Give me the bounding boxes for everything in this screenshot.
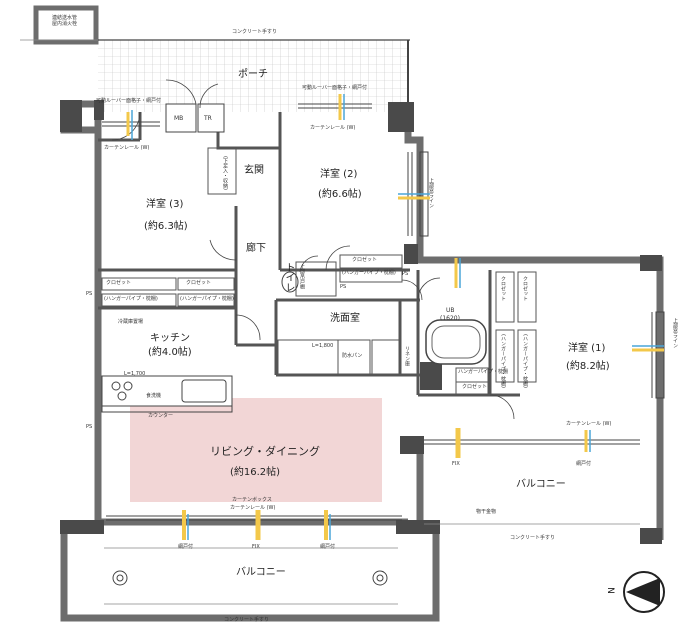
fridge-label: 冷蔵庫置場 (118, 319, 144, 325)
hanger-label-w2: (ハンガーパイプ・枕棚) (342, 270, 396, 276)
shelf-upper-label: 上部吊戸棚 (299, 264, 305, 289)
screen-door-label-bottom: 網戸付 (320, 544, 336, 550)
hanger-pipe-ub-label: ハンガーパイプ・枕棚 (458, 369, 508, 375)
hall-label: 廊下 (246, 243, 266, 254)
concrete-rail-top-label: コンクリート手すり (232, 29, 278, 35)
western2-name: 洋室 (2) (320, 169, 358, 180)
kitchen-size: (約4.0帖) (148, 347, 192, 358)
western3-name: 洋室 (3) (146, 199, 184, 210)
porch-label: ポーチ (238, 69, 268, 80)
concrete-rail-right-label: コンクリート手すり (510, 535, 556, 541)
hanger-label-w1a: (ハンガーパイプ・枕棚) (500, 334, 506, 388)
balcony-right-label: バルコニー (516, 479, 566, 490)
bathtub (425, 319, 487, 365)
hydrant-box (33, 5, 99, 45)
curtain-box-label: カーテンボックス (232, 497, 272, 503)
fire-hydrant-label: 連結送水管 屋内消火栓 (52, 15, 78, 27)
kitchen-counter (101, 375, 233, 407)
western3-size: (約6.3帖) (144, 221, 188, 232)
ps-label-2: PS (402, 271, 409, 277)
entrance-label: 玄関 (244, 165, 264, 176)
ps-label-1: PS (86, 291, 93, 297)
dish-washer-label: 食洗機 (146, 393, 162, 399)
living-highlight (130, 398, 382, 502)
balcony-bottom-label: バルコニー (236, 567, 286, 578)
north-label: N (604, 587, 615, 594)
curtain-rail-living-label: カーテンレール (W) (230, 505, 276, 511)
tr-label: TR (204, 115, 212, 122)
mb-label: MB (174, 115, 184, 122)
toilet-label: トイレ (283, 262, 294, 292)
counter-label: カウンター (148, 413, 174, 419)
louver-left-label: 可動ルーバー面格子・網戸付 (96, 98, 161, 104)
western1-size: (約8.2帖) (566, 361, 610, 372)
washroom-label: 洗面室 (330, 313, 360, 324)
hanger-label-w1b: (ハンガーパイプ・枕棚) (522, 334, 528, 388)
living-size: (約16.2帖) (230, 467, 281, 478)
porch-tiles (98, 40, 408, 112)
closet-label-w3a: クロゼット (106, 280, 132, 286)
western1-name: 洋室 (1) (568, 343, 606, 354)
ps-label-3: PS (86, 424, 93, 430)
hanger-label-w3a: (ハンガーパイプ・枕棚) (104, 296, 158, 302)
kitchen-name: キッチン (150, 333, 190, 344)
linen-label: リネン庫 (404, 346, 410, 366)
drying-hardware-label: 物干金物 (476, 509, 497, 515)
western2-size: (約6.6帖) (318, 189, 362, 200)
living-name: リビング・ダイニング (210, 445, 320, 458)
outer-wall-bottom-balcony (60, 530, 440, 622)
shoe-box-label: (下足入・収納) (222, 156, 228, 190)
waterproof-pan-label: 防水パン (342, 353, 363, 359)
upper-light-label: 上部窓ライン (428, 178, 434, 208)
closet-label-w2: クロゼット (352, 257, 378, 263)
louver-mid-label: 可動ルーバー面格子・網戸付 (302, 85, 367, 91)
l-wash-label: L=1,800 (312, 343, 334, 349)
concrete-rail-bottom-label: コンクリート手すり (224, 617, 270, 623)
l-kitchen-label: L=1,700 (124, 371, 146, 377)
curtain-rail-left-label: カーテンレール (W) (104, 145, 150, 151)
closet-label-w1a: クロゼット (500, 276, 506, 301)
ub-name: UB (446, 307, 455, 314)
curtain-rail-mid-label: カーテンレール (W) (310, 125, 356, 131)
north-arrow-icon (626, 578, 660, 606)
screen-door-label-right: 網戸付 (576, 461, 592, 467)
closet-label-ub: クロゼット (462, 384, 488, 390)
hanger-label-w3b: (ハンガーパイプ・枕棚) (180, 296, 234, 302)
closet-label-w3b: クロゼット (186, 280, 212, 286)
curtain-rail-right-label: カーテンレール (W) (566, 421, 612, 427)
closet-label-w1b: クロゼット (522, 276, 528, 301)
fix-label-right: FIX (452, 461, 460, 467)
ub-size: (1620) (440, 315, 460, 322)
screen-door-label-left: 網戸付 (178, 544, 194, 550)
upper-light-w1-label: 上部窓ライン (672, 318, 678, 348)
fix-label-bottom: FIX (252, 544, 260, 550)
ps-label-4: PS (340, 284, 347, 290)
